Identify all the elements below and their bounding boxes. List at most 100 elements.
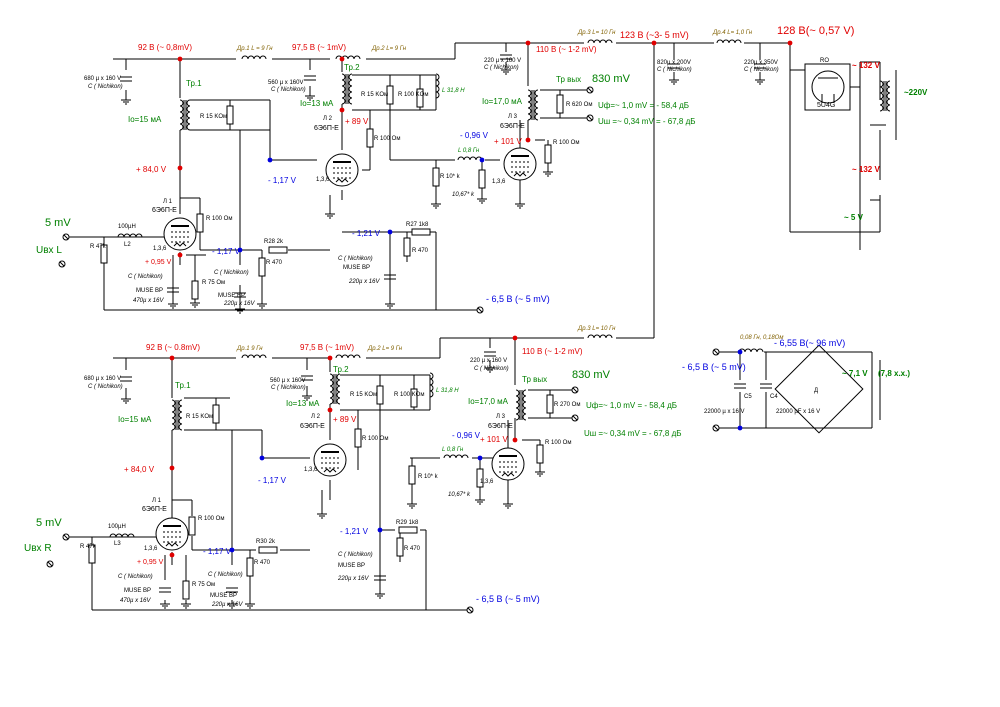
label-l-c470-type: MUSE BP xyxy=(136,288,163,294)
label-r-v096: - 0,96 V xyxy=(452,431,481,440)
label-l-c220b-brand: C ( Nichikon) xyxy=(338,256,373,262)
bias-supply-wiring xyxy=(716,344,881,434)
label-l-r27: R27 1k8 xyxy=(406,222,429,228)
label-l-input-name: Uвх L xyxy=(36,245,62,256)
label-r-l08: L 0,8 Гн xyxy=(442,447,464,453)
label-bias-c5: 22000 µ x 16 V xyxy=(704,409,745,415)
label-r-v101: + 101 V xyxy=(480,435,508,444)
label-l-tube3-type: 6Э6П-Е xyxy=(500,123,525,130)
label-l-r75: R 75 Ом xyxy=(202,280,225,286)
label-l-c220b-type: MUSE BP xyxy=(343,265,370,271)
label-r-tube3: Л 3 xyxy=(496,414,506,420)
label-v128: 128 В(~ 0,57 V) xyxy=(777,25,854,37)
label-l-c220: 220µ x 16V xyxy=(223,301,255,307)
label-r-c220: 220µ x 16V xyxy=(211,602,243,608)
label-bias-diode: Д xyxy=(814,388,818,394)
label-r-c220-type: MUSE BP xyxy=(210,593,237,599)
label-v110: 110 В (~ 1-2 mV) xyxy=(536,45,597,54)
label-r-lref: L3 xyxy=(114,541,121,547)
label-l-v117b: - 1,17 V xyxy=(212,247,241,256)
label-l-v97: 97,5 В (~ 1mV) xyxy=(292,43,346,52)
label-r-v110: 110 В (~ 1-2 mV) xyxy=(522,347,583,356)
label-r-io2: Io=13 мА xyxy=(286,399,320,408)
label-l-v65: - 6,5 В (~ 5 mV) xyxy=(486,294,550,304)
label-l-lref: L2 xyxy=(124,242,131,248)
label-l-v121: - 1,21 V xyxy=(352,229,381,238)
label-l-v101: + 101 V xyxy=(494,137,522,146)
label-r-v92: 92 В (~ 0.8mV) xyxy=(146,343,200,352)
label-l-c560-brand: C ( Nichikon) xyxy=(271,87,306,93)
label-dr4: Др.4 L= 1,0 Гн xyxy=(712,30,753,36)
label-l-tube1-type: 6Э6П-Е xyxy=(152,207,177,214)
label-l-r1067: 10,67* k xyxy=(452,192,475,198)
label-r-tr2: Тр.2 xyxy=(333,365,349,374)
label-bias-c4: 22000 µF x 16 V xyxy=(776,409,820,415)
label-v123: 123 В (~3- 5 mV) xyxy=(620,30,689,40)
label-l-r100-1: R 100 Ом xyxy=(206,216,232,222)
label-l-tube3: Л 3 xyxy=(508,114,518,120)
label-l-ush: Uш =~ 0,34 mV = - 67,8 дБ xyxy=(598,117,696,126)
label-r-c470-brand: C ( Nichikon) xyxy=(118,574,153,580)
label-r-r100-2: R 100 Ом xyxy=(362,436,388,442)
label-c220-160: 220 µ x 160 V xyxy=(484,58,521,64)
label-l-uf: Uф=~ 1,0 mV = - 58,4 дБ xyxy=(598,101,689,110)
label-l-input: 5 mV xyxy=(45,217,71,229)
label-r-c560-brand: C ( Nichikon) xyxy=(271,385,306,391)
label-r-pins3: 1,3,6 xyxy=(480,479,494,485)
label-l-c220-type: MUSE BP xyxy=(218,293,245,299)
label-c220-350: 220µ x 350V xyxy=(744,60,778,66)
label-r-v095: + 0,95 V xyxy=(137,559,164,566)
label-r-r15k2: R 15 KОм xyxy=(350,392,377,398)
label-r-v65: - 6,5 В (~ 5 mV) xyxy=(476,594,540,604)
label-r-l100: 100µН xyxy=(108,524,126,530)
capacitors xyxy=(119,54,773,593)
label-r-uf: Uф=~ 1,0 mV = - 58,4 дБ xyxy=(586,401,677,410)
label-l-r470-1: R 470 xyxy=(266,260,283,266)
label-r-dr1: Др.1 9 Гн xyxy=(236,346,263,352)
label-r-v117a: - 1,17 V xyxy=(258,476,287,485)
label-l-c680: 680 µ x 160 V xyxy=(84,76,121,82)
label-r-c220-160-brand: C ( Nichikon) xyxy=(474,366,509,372)
label-c820-brand: C ( Nichikon) xyxy=(657,67,692,73)
label-v132-bot: ~ 132 V xyxy=(852,165,880,174)
label-r-input: 5 mV xyxy=(36,517,62,529)
label-r-r15k1: R 15 KОм xyxy=(186,414,213,420)
label-l-tr1: Тр.1 xyxy=(186,79,202,88)
label-r-r10k: R 10* k xyxy=(418,474,439,480)
label-r-c470: 470µ x 16V xyxy=(120,598,151,604)
label-l-v117a: - 1,17 V xyxy=(268,176,297,185)
label-l-v89: + 89 V xyxy=(345,117,369,126)
label-r-c220b-type: MUSE BP xyxy=(338,563,365,569)
label-l-tr2: Тр.2 xyxy=(344,63,360,72)
label-r-c680: 680 µ x 160 V xyxy=(84,376,121,382)
label-l-r100k: R 100 KОм xyxy=(398,92,428,98)
label-r-c220-160: 220 µ x 160 V xyxy=(470,358,507,364)
power-labels: 128 В(~ 0,57 V) 123 В (~3- 5 mV) 110 В (… xyxy=(484,25,928,222)
label-r-c560: 560 µ x 160V xyxy=(270,378,305,384)
label-l-c220-brand: C ( Nichikon) xyxy=(214,270,249,276)
label-r-r100-1: R 100 Ом xyxy=(198,516,224,522)
label-l-c220b: 220µ x 16V xyxy=(348,279,380,285)
label-l-p830: 830 mV xyxy=(592,73,631,85)
label-l-r28: R28 2k xyxy=(264,239,284,245)
label-l-v096: - 0,96 V xyxy=(460,131,489,140)
label-dr3: Др.3 L= 10 Гн xyxy=(577,30,616,36)
label-l-tube1: Л 1 xyxy=(163,199,173,205)
label-l-r15k1: R 15 KОм xyxy=(200,114,227,120)
label-l-v095: + 0,95 V xyxy=(145,259,172,266)
label-l-dr2: Др.2 L= 9 Гн xyxy=(371,46,407,52)
label-v5: ~ 5 V xyxy=(844,213,864,222)
label-r-l318: L 31,8 H xyxy=(436,388,459,394)
power-rectifier xyxy=(789,61,897,250)
label-r-p830: 830 mV xyxy=(572,369,611,381)
label-l-pins3: 1,3,6 xyxy=(492,179,506,185)
label-l-r15k2: R 15 KОм xyxy=(361,92,388,98)
label-r-tube2-type: 6Э6П-Е xyxy=(300,423,325,430)
label-bias-c5-ref: C5 xyxy=(744,394,752,400)
label-bias-choke: 0,08 Гн, 0,18Ом xyxy=(740,335,783,341)
label-l-c470-brand: C ( Nichikon) xyxy=(128,274,163,280)
label-r-r100-3: R 100 Ом xyxy=(545,440,571,446)
label-r-tube3-type: 6Э6П-Е xyxy=(488,423,513,430)
label-l-l08: L 0,8 Гн xyxy=(458,148,480,154)
label-bias-v65: - 6,5 В (~ 5 mV) xyxy=(682,362,746,372)
